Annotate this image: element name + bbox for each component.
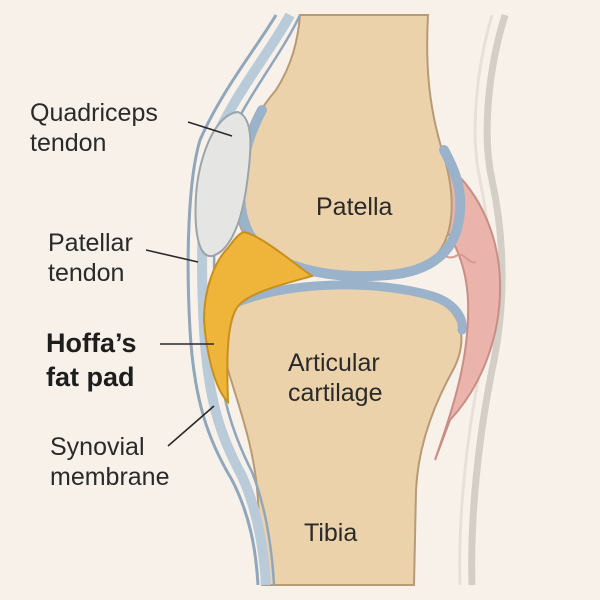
leader-line-quadriceps-tendon	[187, 121, 233, 137]
label-tibia: Tibia	[304, 519, 358, 547]
tibial-cartilage	[227, 280, 467, 335]
label-patellar-tendon: Patellar tendon	[48, 229, 133, 287]
leader-line-synovial-membrane	[167, 405, 215, 447]
skin-contour	[468, 13, 509, 586]
quadriceps-tendon	[194, 110, 252, 258]
label-patella: Patella	[316, 193, 393, 221]
label-synovial-membrane: Synovial membrane	[50, 433, 170, 491]
synovial-tissue	[430, 158, 502, 461]
tendon-sheath-outer	[186, 14, 278, 586]
label-hoffas-fat-pad: Hoffa’s fat pad	[46, 328, 137, 392]
leader-line-patellar-tendon	[145, 249, 199, 263]
label-articular-cartilage: Articular cartilage	[288, 349, 383, 407]
label-quadriceps-tendon: Quadriceps tendon	[30, 99, 158, 157]
hoffas-fat-pad-shape	[202, 230, 315, 405]
